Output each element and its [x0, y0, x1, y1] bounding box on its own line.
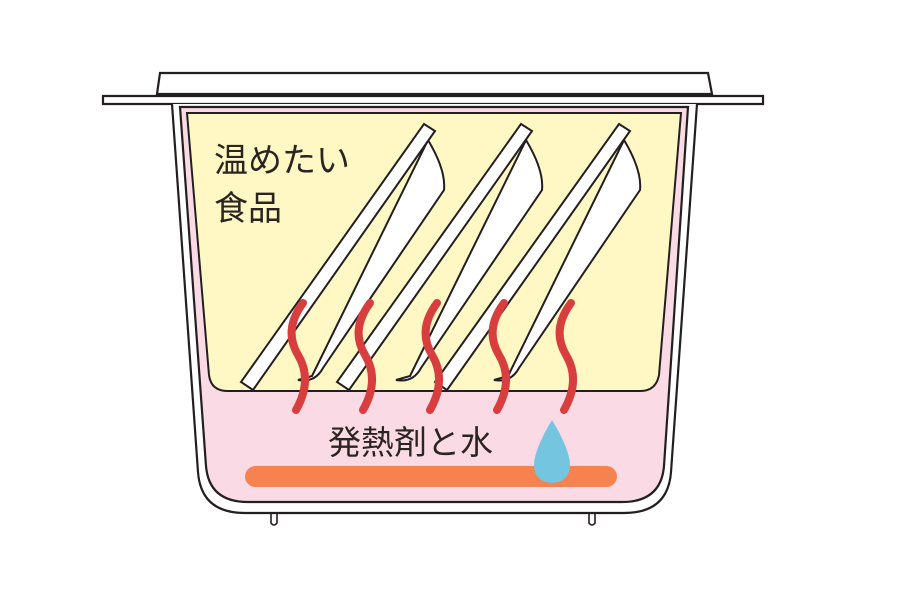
food-tray-2 [335, 122, 544, 392]
container-feet [270, 514, 596, 526]
steam-wave-3 [421, 299, 443, 414]
food-tray-3 [433, 122, 642, 392]
steam-waves [287, 299, 577, 414]
lid [101, 71, 765, 106]
water-drop-icon [534, 420, 570, 483]
steam-wave-1 [287, 299, 309, 414]
steam-wave-2 [354, 299, 376, 414]
food-label-line1: 温めたい [214, 141, 350, 181]
steam-wave-4 [488, 299, 510, 414]
food-label-line2: 食品 [214, 189, 282, 229]
heating-element [245, 466, 617, 487]
heater-label: 発熱剤と水 [328, 423, 493, 462]
steam-wave-5 [555, 299, 577, 414]
